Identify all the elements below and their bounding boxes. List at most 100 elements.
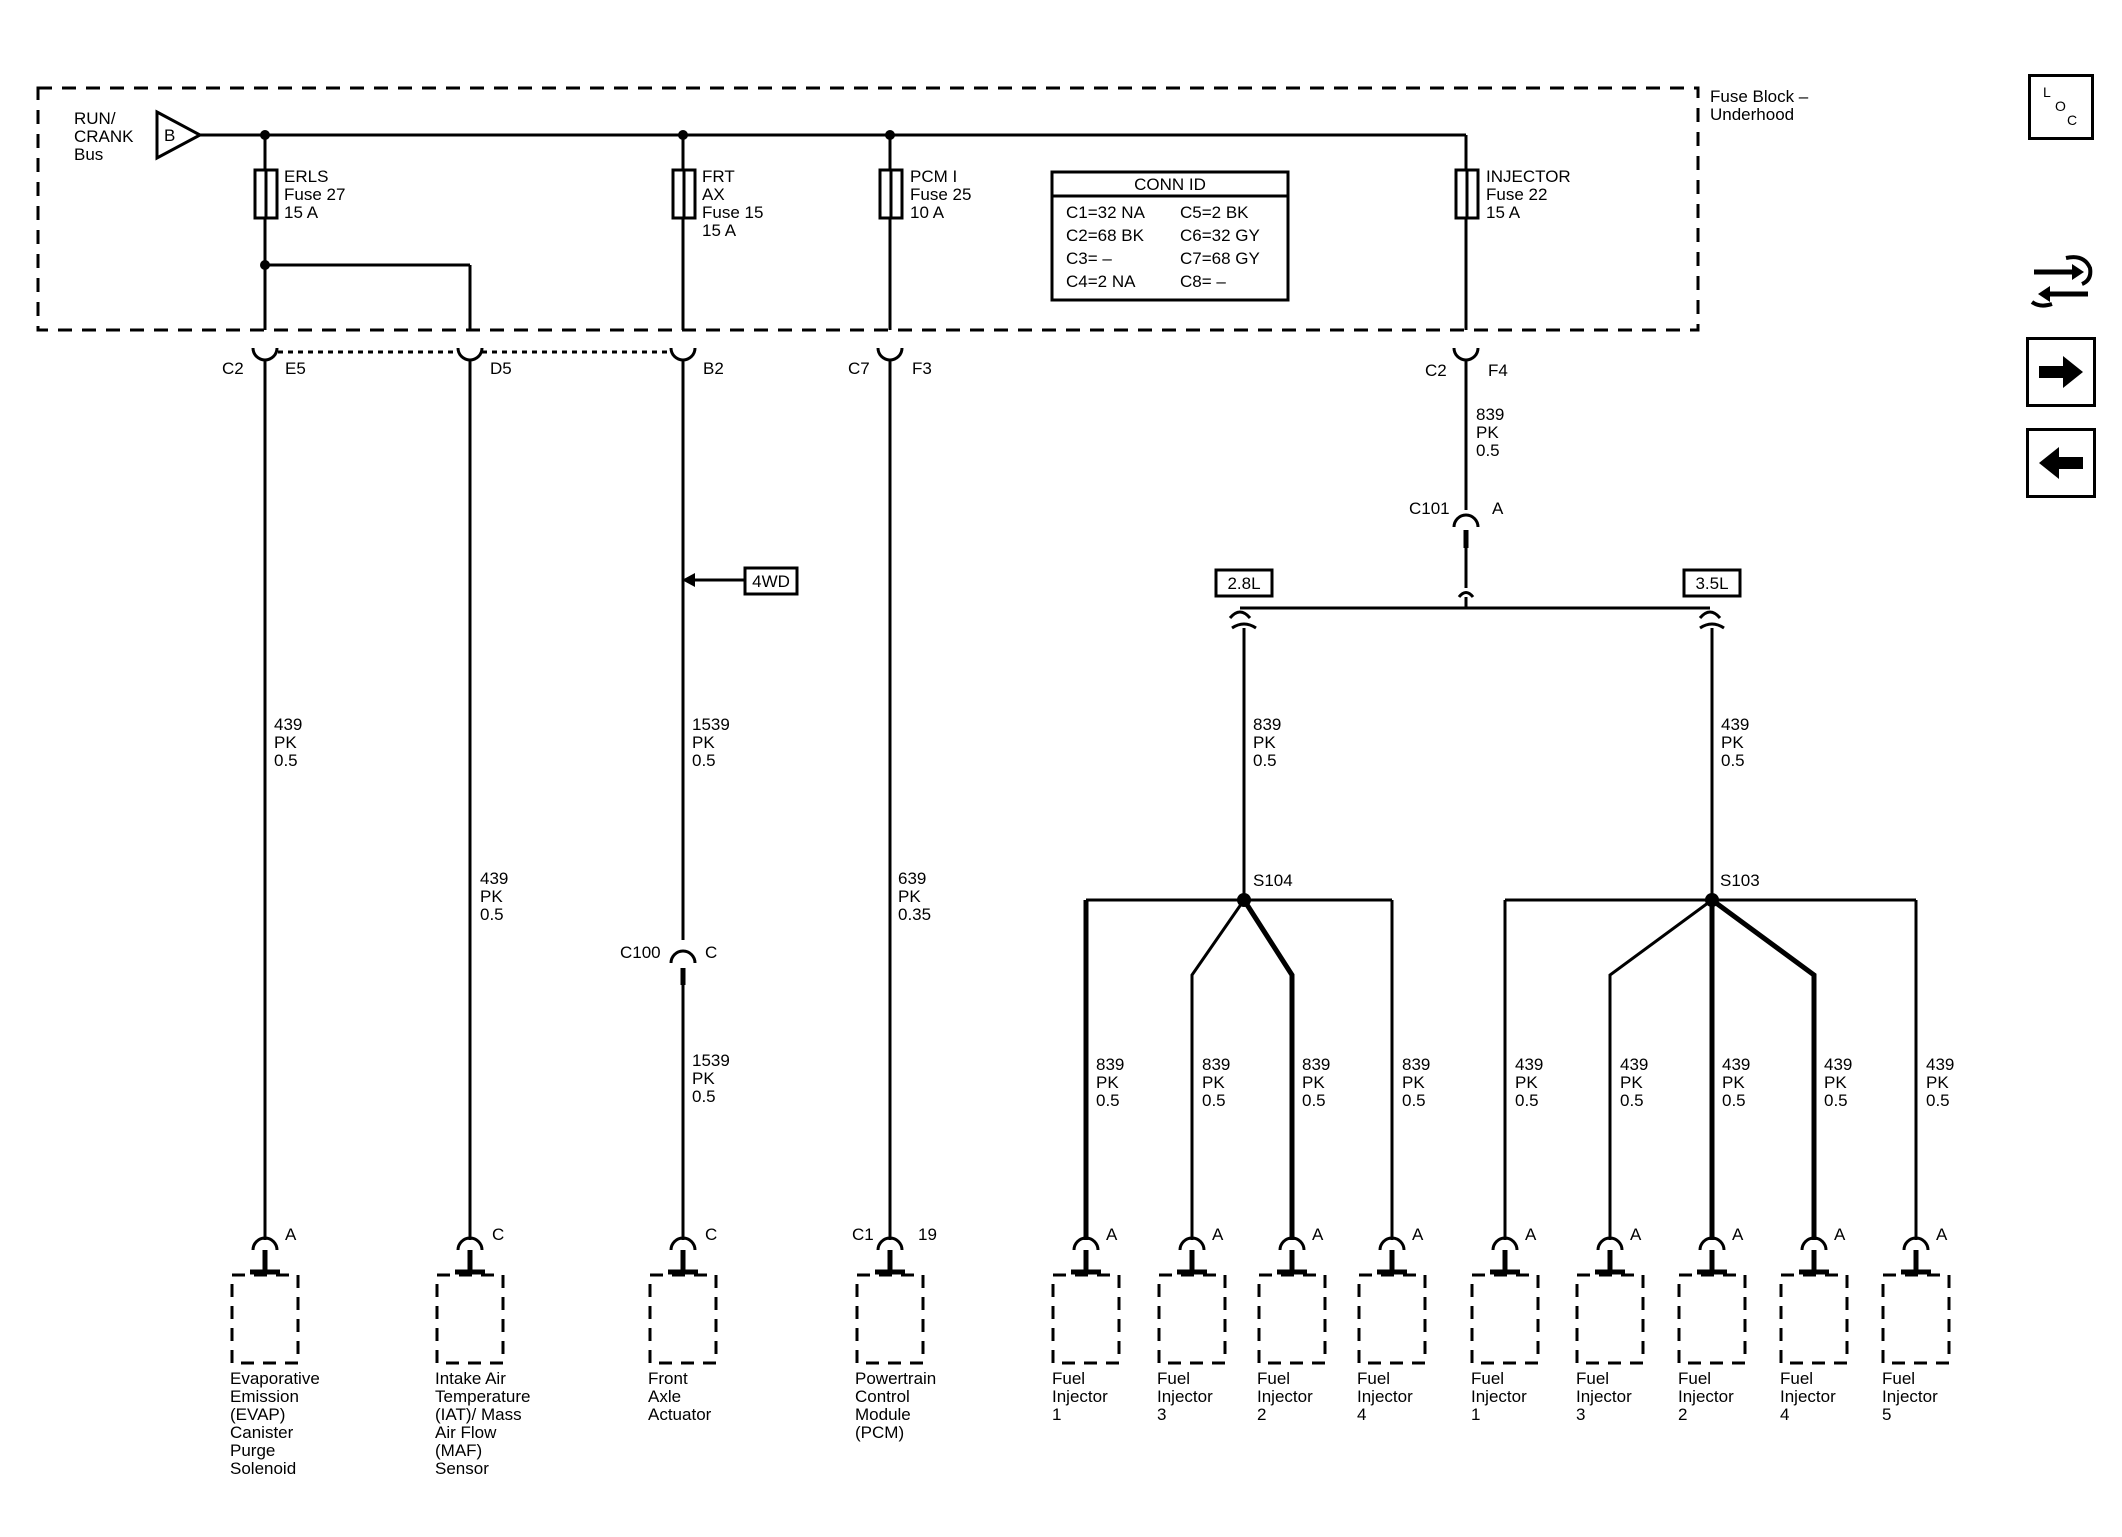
injector-names-3-5l: Fuel Injector 1 Fuel Injector 3 Fuel Inj… bbox=[1471, 1369, 1938, 1424]
svg-text:PK: PK bbox=[1476, 423, 1499, 442]
front-axle-circuit: 1539 PK 0.5 C100 C 1539 PK 0.5 bbox=[620, 360, 730, 1240]
svg-text:O: O bbox=[2055, 98, 2066, 114]
svg-text:CRANK: CRANK bbox=[74, 127, 134, 146]
svg-text:Fuel: Fuel bbox=[1052, 1369, 1085, 1388]
locator-button[interactable]: L O C bbox=[2028, 74, 2094, 140]
svg-text:4WD: 4WD bbox=[752, 572, 790, 591]
svg-text:A: A bbox=[285, 1225, 297, 1244]
svg-text:19: 19 bbox=[918, 1225, 937, 1244]
svg-text:2.8L: 2.8L bbox=[1227, 574, 1260, 593]
svg-text:PK: PK bbox=[1202, 1073, 1225, 1092]
bus-terminal-symbol bbox=[155, 109, 204, 161]
fuse-block-boundary bbox=[36, 86, 1700, 332]
svg-text:0.5: 0.5 bbox=[1253, 751, 1277, 770]
branch-2-8l: 839 PK 0.5 S104 bbox=[1083, 628, 1394, 1240]
svg-text:Temperature: Temperature bbox=[435, 1387, 530, 1406]
svg-text:10 A: 10 A bbox=[910, 203, 945, 222]
svg-text:3.5L: 3.5L bbox=[1695, 574, 1728, 593]
pcm-component-name: Powertrain Control Module (PCM) bbox=[855, 1369, 936, 1442]
svg-text:Front: Front bbox=[648, 1369, 688, 1388]
injector-names-2-8l: Fuel Injector 1 Fuel Injector 3 Fuel Inj… bbox=[1052, 1369, 1413, 1424]
svg-text:839: 839 bbox=[1096, 1055, 1124, 1074]
svg-text:Fuel: Fuel bbox=[1471, 1369, 1504, 1388]
fuse-frt-ax: FRT AX Fuse 15 15 A bbox=[671, 130, 763, 330]
svg-text:Powertrain: Powertrain bbox=[855, 1369, 936, 1388]
arrow-left-icon bbox=[2039, 447, 2083, 479]
svg-text:15 A: 15 A bbox=[1486, 203, 1521, 222]
svg-text:ERLS: ERLS bbox=[284, 167, 328, 186]
svg-text:3: 3 bbox=[1157, 1405, 1166, 1424]
svg-text:0.5: 0.5 bbox=[1202, 1091, 1226, 1110]
component-boxes bbox=[230, 1273, 1951, 1365]
harness-swap-button[interactable] bbox=[2026, 246, 2096, 316]
svg-text:A: A bbox=[1412, 1225, 1424, 1244]
svg-text:0.5: 0.5 bbox=[480, 905, 504, 924]
svg-text:Emission: Emission bbox=[230, 1387, 299, 1406]
svg-text:Fuel: Fuel bbox=[1780, 1369, 1813, 1388]
svg-text:Injector: Injector bbox=[1882, 1387, 1938, 1406]
fuse-block-connectors: C2 E5 D5 B2 C7 F3 C2 F4 bbox=[222, 347, 1508, 380]
svg-text:PK: PK bbox=[1302, 1073, 1325, 1092]
svg-text:A: A bbox=[1834, 1225, 1846, 1244]
svg-text:439: 439 bbox=[1926, 1055, 1954, 1074]
svg-text:Sensor: Sensor bbox=[435, 1459, 489, 1478]
svg-text:0.5: 0.5 bbox=[1476, 441, 1500, 460]
svg-text:C1=32 NA: C1=32 NA bbox=[1066, 203, 1146, 222]
svg-text:Bus: Bus bbox=[74, 145, 103, 164]
svg-text:1539: 1539 bbox=[692, 715, 730, 734]
svg-text:0.5: 0.5 bbox=[1096, 1091, 1120, 1110]
svg-text:C1: C1 bbox=[852, 1225, 874, 1244]
svg-text:Fuel: Fuel bbox=[1678, 1369, 1711, 1388]
svg-text:Injector: Injector bbox=[1157, 1387, 1213, 1406]
fuse-erls: ERLS Fuse 27 15 A bbox=[253, 130, 472, 330]
svg-text:4: 4 bbox=[1357, 1405, 1366, 1424]
evap-circuit: 439 PK 0.5 bbox=[263, 360, 302, 1240]
next-page-button[interactable] bbox=[2026, 337, 2096, 407]
svg-text:C: C bbox=[705, 943, 717, 962]
svg-text:A: A bbox=[1212, 1225, 1224, 1244]
svg-text:Intake Air: Intake Air bbox=[435, 1369, 506, 1388]
svg-text:0.5: 0.5 bbox=[1302, 1091, 1326, 1110]
harness-swap-icon bbox=[2030, 255, 2093, 308]
svg-text:Purge: Purge bbox=[230, 1441, 275, 1460]
svg-text:Fuse 22: Fuse 22 bbox=[1486, 185, 1547, 204]
svg-text:Fuel: Fuel bbox=[1257, 1369, 1290, 1388]
svg-text:A: A bbox=[1492, 499, 1504, 518]
svg-text:C101: C101 bbox=[1409, 499, 1450, 518]
svg-text:839: 839 bbox=[1402, 1055, 1430, 1074]
svg-text:2: 2 bbox=[1678, 1405, 1687, 1424]
locator-icon: L O C bbox=[2043, 84, 2077, 128]
svg-text:PK: PK bbox=[1620, 1073, 1643, 1092]
svg-text:C: C bbox=[492, 1225, 504, 1244]
svg-text:Air Flow: Air Flow bbox=[435, 1423, 497, 1442]
svg-text:Fuel: Fuel bbox=[1157, 1369, 1190, 1388]
pcm-circuit: 639 PK 0.35 bbox=[888, 360, 931, 1240]
svg-text:CONN ID: CONN ID bbox=[1134, 175, 1206, 194]
svg-text:A: A bbox=[1732, 1225, 1744, 1244]
svg-text:Injector: Injector bbox=[1576, 1387, 1632, 1406]
svg-text:439: 439 bbox=[1824, 1055, 1852, 1074]
svg-text:FRT: FRT bbox=[702, 167, 735, 186]
svg-text:5: 5 bbox=[1882, 1405, 1891, 1424]
svg-text:Module: Module bbox=[855, 1405, 911, 1424]
svg-text:4: 4 bbox=[1780, 1405, 1789, 1424]
svg-text:E5: E5 bbox=[285, 359, 306, 378]
svg-text:Injector: Injector bbox=[1471, 1387, 1527, 1406]
previous-page-button[interactable] bbox=[2026, 428, 2096, 498]
run-crank-bus: RUN/ CRANK Bus B bbox=[74, 109, 1468, 170]
svg-text:S103: S103 bbox=[1720, 871, 1760, 890]
svg-text:PK: PK bbox=[1402, 1073, 1425, 1092]
svg-text:PCM I: PCM I bbox=[910, 167, 957, 186]
svg-text:(IAT)/ Mass: (IAT)/ Mass bbox=[435, 1405, 522, 1424]
svg-text:0.5: 0.5 bbox=[274, 751, 298, 770]
svg-text:439: 439 bbox=[1620, 1055, 1648, 1074]
svg-text:639: 639 bbox=[898, 869, 926, 888]
conn-id-table: CONN ID C1=32 NA C5=2 BK C2=68 BK C6=32 … bbox=[1050, 170, 1290, 302]
svg-text:0.5: 0.5 bbox=[1402, 1091, 1426, 1110]
svg-text:Fuel: Fuel bbox=[1576, 1369, 1609, 1388]
svg-text:A: A bbox=[1630, 1225, 1642, 1244]
svg-text:C100: C100 bbox=[620, 943, 661, 962]
svg-text:PK: PK bbox=[1721, 733, 1744, 752]
svg-text:Axle: Axle bbox=[648, 1387, 681, 1406]
svg-text:F3: F3 bbox=[912, 359, 932, 378]
